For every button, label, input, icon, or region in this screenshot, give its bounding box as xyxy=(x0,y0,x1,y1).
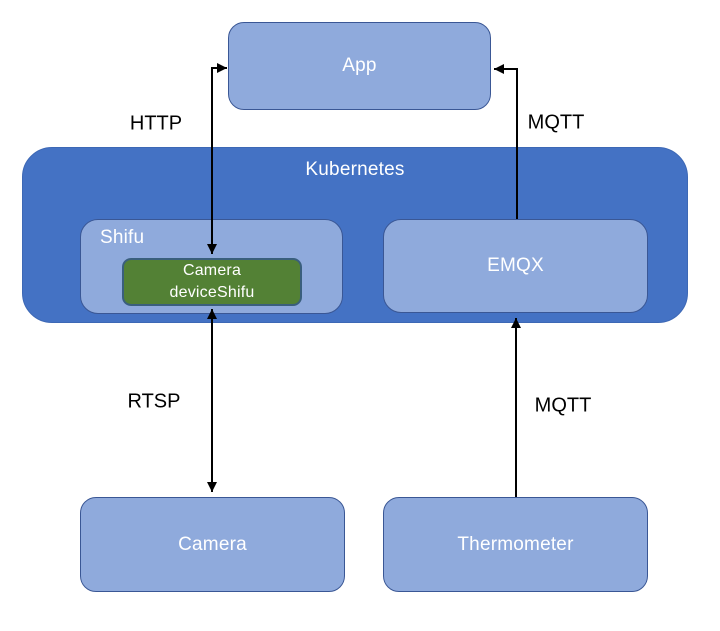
node-camera-deviceshifu-label-line2: deviceShifu xyxy=(169,284,255,301)
node-kubernetes-label: Kubernetes xyxy=(305,159,405,180)
edge-label-mqtt-emqx-to-app: MQTT xyxy=(527,111,585,134)
edge-label-mqtt-thermometer-to-emqx: MQTT xyxy=(534,394,592,417)
node-camera-label: Camera xyxy=(178,533,247,555)
edge-label-http: HTTP xyxy=(129,112,183,135)
node-camera-deviceshifu: Camera deviceShifu xyxy=(122,258,302,306)
node-app-label: App xyxy=(342,55,377,76)
node-thermometer-label: Thermometer xyxy=(457,533,574,555)
node-emqx: EMQX xyxy=(383,219,648,313)
node-shifu-label: Shifu xyxy=(100,227,145,248)
node-app: App xyxy=(228,22,491,110)
node-emqx-label: EMQX xyxy=(487,255,544,276)
node-camera-deviceshifu-label-line1: Camera xyxy=(182,262,242,279)
node-camera: Camera xyxy=(80,497,345,592)
node-thermometer: Thermometer xyxy=(383,497,648,592)
edge-label-rtsp: RTSP xyxy=(127,390,181,413)
